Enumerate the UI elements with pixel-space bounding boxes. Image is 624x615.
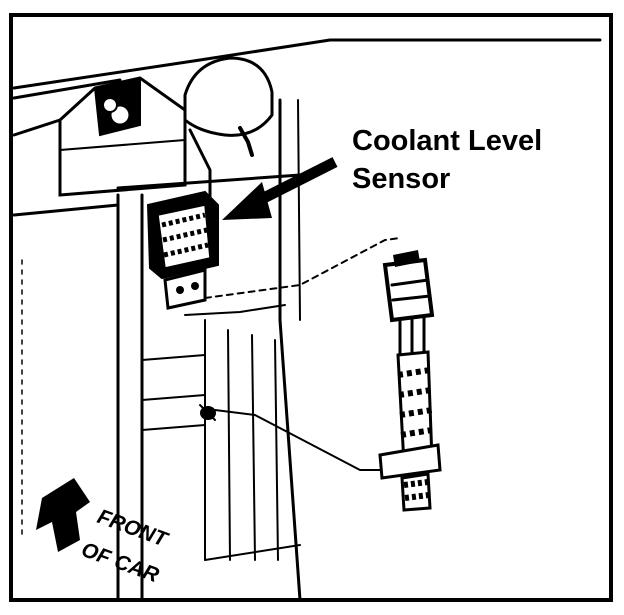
connection-leader: [184, 237, 401, 316]
callout-arrow: [222, 157, 338, 220]
harness-connector: [382, 250, 435, 362]
callout-label-line1: Coolant Level: [352, 125, 542, 157]
harness-clip: [378, 443, 442, 480]
mounting-bracket: [58, 76, 187, 197]
front-arrow-icon: [36, 478, 90, 552]
coolant-level-sensor: [146, 190, 219, 310]
harness-grommet: [199, 404, 386, 471]
callout-label-line2: Sensor: [352, 163, 450, 195]
upper-body-panel: [12, 38, 602, 137]
wiring-harness: [378, 350, 442, 512]
coolant-reservoir: [183, 56, 274, 207]
radiator-support: [12, 98, 302, 602]
